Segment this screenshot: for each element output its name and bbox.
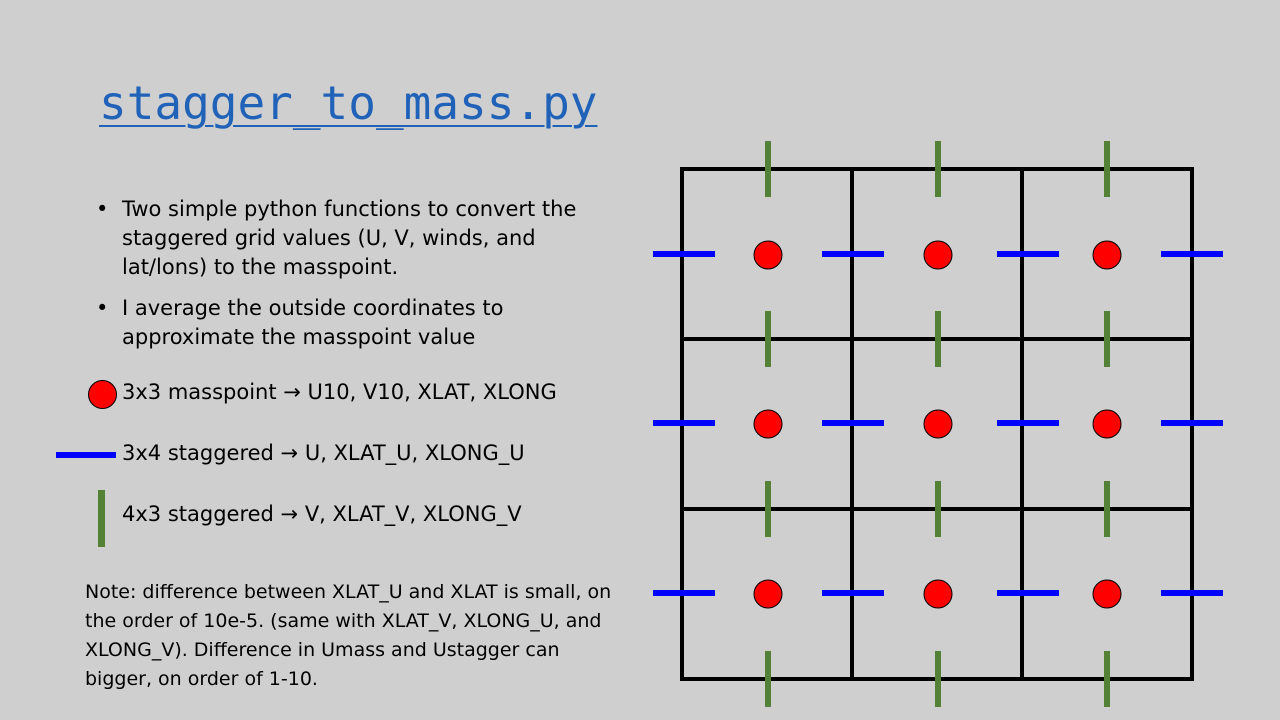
- masspoint: [1092, 409, 1122, 439]
- masspoint: [923, 240, 953, 270]
- masspoint: [1092, 579, 1122, 609]
- v-staggered-legend-marker: [98, 490, 105, 547]
- masspoint: [1092, 240, 1122, 270]
- masspoint: [923, 409, 953, 439]
- masspoint: [753, 579, 783, 609]
- masspoint: [753, 240, 783, 270]
- masspoint: [923, 579, 953, 609]
- u-staggered-legend-marker: [56, 452, 116, 458]
- page-title: stagger_to_mass.py: [99, 76, 598, 130]
- bullet-item: I average the outside coordinates to app…: [96, 294, 616, 352]
- note-text: Note: difference between XLAT_U and XLAT…: [85, 581, 612, 690]
- masspoint: [753, 409, 783, 439]
- bullet-item: Two simple python functions to convert t…: [96, 195, 616, 282]
- v-staggered-legend-label: 4x3 staggered → V, XLAT_V, XLONG_V: [122, 502, 522, 526]
- u-staggered-legend-label: 3x4 staggered → U, XLAT_U, XLONG_U: [122, 441, 525, 465]
- masspoint-legend-marker: [88, 380, 117, 409]
- bullet-list: Two simple python functions to convert t…: [96, 195, 616, 364]
- masspoint-legend-label: 3x3 masspoint → U10, V10, XLAT, XLONG: [122, 380, 557, 404]
